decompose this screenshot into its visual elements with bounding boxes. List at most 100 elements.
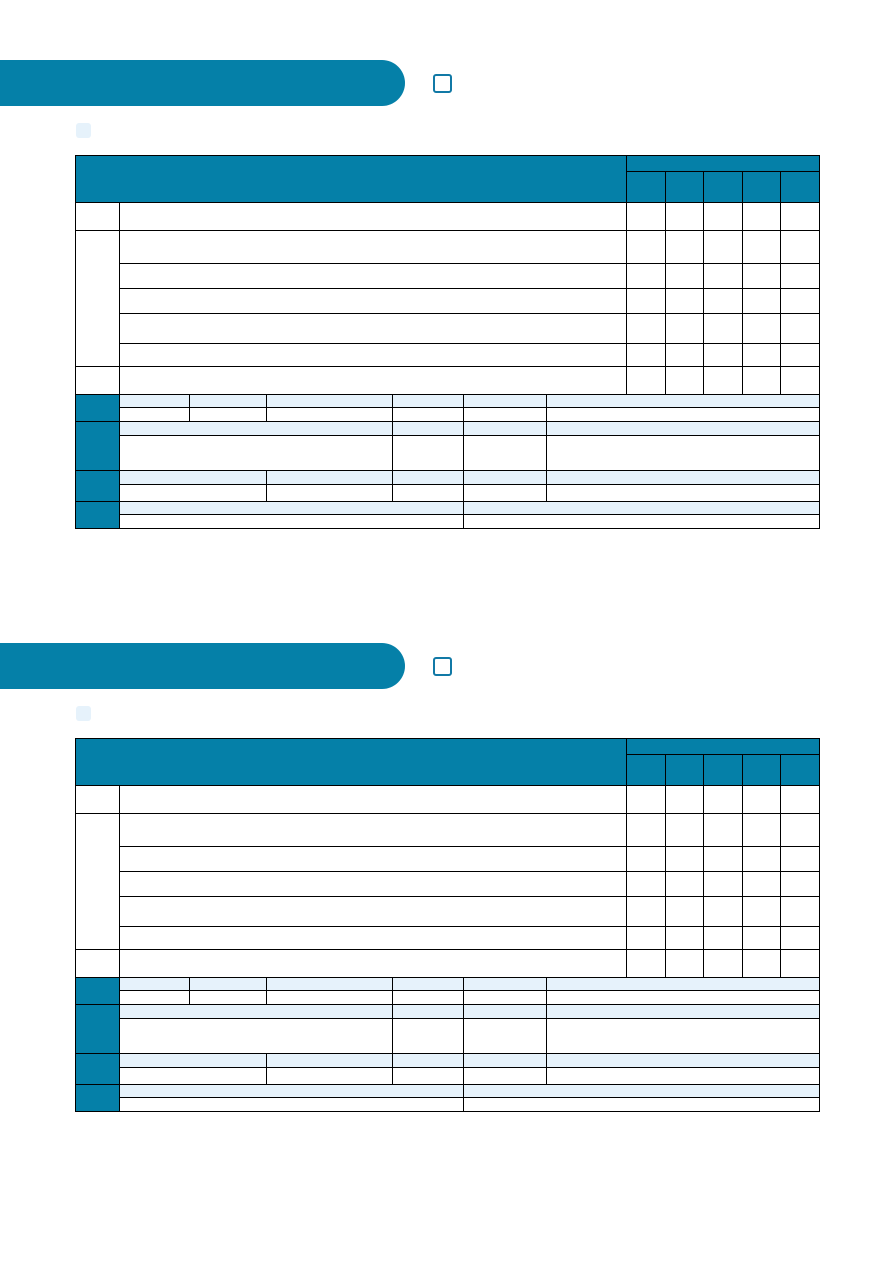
row-mark-2[interactable] <box>664 202 705 231</box>
detail-value-cell[interactable] <box>462 435 547 471</box>
row-mark-5[interactable] <box>780 896 820 927</box>
row-mark-5[interactable] <box>780 313 820 344</box>
row-mark-1[interactable] <box>626 813 666 847</box>
detail-value-cell[interactable] <box>462 514 821 529</box>
row-mark-2[interactable] <box>664 313 705 344</box>
detail-value-cell[interactable] <box>392 484 464 502</box>
row-mark-3[interactable] <box>703 313 743 344</box>
row-mark-3[interactable] <box>703 896 743 927</box>
section-checkbox[interactable] <box>433 74 452 93</box>
detail-value-cell[interactable] <box>392 407 464 422</box>
row-mark-1[interactable] <box>626 896 666 927</box>
detail-value-cell[interactable] <box>462 990 547 1005</box>
detail-value-cell[interactable] <box>119 514 464 529</box>
row-mark-4[interactable] <box>741 202 782 231</box>
row-mark-4[interactable] <box>741 785 782 814</box>
row-mark-5[interactable] <box>780 949 820 978</box>
detail-value-cell[interactable] <box>265 407 394 422</box>
detail-value-cell[interactable] <box>462 407 547 422</box>
row-mark-4[interactable] <box>741 313 782 344</box>
detail-value-cell[interactable] <box>119 990 190 1005</box>
row-mark-2[interactable] <box>664 263 705 289</box>
row-mark-2[interactable] <box>664 846 705 872</box>
row-mark-2[interactable] <box>664 813 705 847</box>
row-mark-4[interactable] <box>741 366 782 395</box>
row-mark-5[interactable] <box>780 288 820 314</box>
detail-value-cell[interactable] <box>392 1067 464 1085</box>
row-mark-2[interactable] <box>664 871 705 897</box>
detail-value-cell[interactable] <box>119 1067 267 1085</box>
row-mark-1[interactable] <box>626 785 666 814</box>
row-mark-3[interactable] <box>703 343 743 367</box>
row-mark-3[interactable] <box>703 871 743 897</box>
row-mark-1[interactable] <box>626 846 666 872</box>
row-mark-2[interactable] <box>664 288 705 314</box>
row-mark-4[interactable] <box>741 846 782 872</box>
detail-value-cell[interactable] <box>119 435 394 471</box>
row-mark-5[interactable] <box>780 813 820 847</box>
detail-value-cell[interactable] <box>462 484 547 502</box>
row-mark-5[interactable] <box>780 230 820 264</box>
row-mark-5[interactable] <box>780 263 820 289</box>
row-mark-3[interactable] <box>703 926 743 950</box>
detail-value-cell[interactable] <box>392 1018 464 1054</box>
detail-value-cell[interactable] <box>392 990 464 1005</box>
row-mark-3[interactable] <box>703 366 743 395</box>
detail-value-cell[interactable] <box>119 484 267 502</box>
row-mark-4[interactable] <box>741 288 782 314</box>
detail-value-cell[interactable] <box>545 407 821 422</box>
detail-value-cell[interactable] <box>462 1067 547 1085</box>
row-mark-2[interactable] <box>664 343 705 367</box>
row-mark-4[interactable] <box>741 871 782 897</box>
detail-value-cell[interactable] <box>119 1097 464 1112</box>
detail-value-cell[interactable] <box>188 990 267 1005</box>
row-mark-5[interactable] <box>780 926 820 950</box>
row-mark-3[interactable] <box>703 785 743 814</box>
detail-value-cell[interactable] <box>188 407 267 422</box>
row-mark-3[interactable] <box>703 263 743 289</box>
row-mark-1[interactable] <box>626 202 666 231</box>
row-mark-5[interactable] <box>780 846 820 872</box>
detail-value-cell[interactable] <box>265 1067 394 1085</box>
section-checkbox[interactable] <box>433 657 452 676</box>
row-mark-1[interactable] <box>626 288 666 314</box>
row-mark-3[interactable] <box>703 230 743 264</box>
row-mark-5[interactable] <box>780 366 820 395</box>
detail-value-cell[interactable] <box>265 484 394 502</box>
row-mark-4[interactable] <box>741 263 782 289</box>
row-mark-3[interactable] <box>703 846 743 872</box>
row-mark-1[interactable] <box>626 343 666 367</box>
row-mark-3[interactable] <box>703 202 743 231</box>
row-mark-4[interactable] <box>741 343 782 367</box>
detail-value-cell[interactable] <box>462 1097 821 1112</box>
row-mark-1[interactable] <box>626 230 666 264</box>
detail-value-cell[interactable] <box>545 435 821 471</box>
row-mark-4[interactable] <box>741 230 782 264</box>
row-mark-1[interactable] <box>626 313 666 344</box>
row-mark-5[interactable] <box>780 202 820 231</box>
row-mark-4[interactable] <box>741 896 782 927</box>
row-mark-3[interactable] <box>703 288 743 314</box>
row-mark-2[interactable] <box>664 926 705 950</box>
row-mark-4[interactable] <box>741 926 782 950</box>
row-mark-1[interactable] <box>626 926 666 950</box>
row-mark-1[interactable] <box>626 263 666 289</box>
detail-value-cell[interactable] <box>265 990 394 1005</box>
row-mark-1[interactable] <box>626 366 666 395</box>
row-mark-2[interactable] <box>664 896 705 927</box>
detail-value-cell[interactable] <box>545 484 821 502</box>
row-mark-3[interactable] <box>703 813 743 847</box>
detail-value-cell[interactable] <box>392 435 464 471</box>
row-mark-1[interactable] <box>626 871 666 897</box>
row-mark-2[interactable] <box>664 230 705 264</box>
row-mark-5[interactable] <box>780 871 820 897</box>
row-mark-4[interactable] <box>741 813 782 847</box>
row-mark-4[interactable] <box>741 949 782 978</box>
row-mark-5[interactable] <box>780 343 820 367</box>
row-mark-5[interactable] <box>780 785 820 814</box>
row-mark-2[interactable] <box>664 949 705 978</box>
detail-value-cell[interactable] <box>545 1067 821 1085</box>
row-mark-3[interactable] <box>703 949 743 978</box>
detail-value-cell[interactable] <box>119 407 190 422</box>
detail-value-cell[interactable] <box>545 990 821 1005</box>
